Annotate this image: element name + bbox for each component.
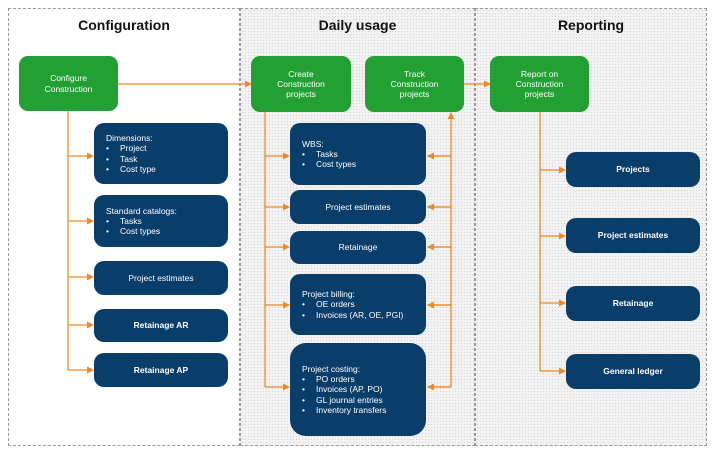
list-item: Cost types: [302, 159, 426, 169]
report-projects-node: Report on Construction projects: [490, 56, 589, 112]
list-item: OE orders: [302, 299, 426, 309]
list-item: Tasks: [302, 149, 426, 159]
daily-usage-heading: Daily usage: [318, 17, 397, 33]
wbs-title: WBS:: [302, 138, 324, 149]
config-project-estimates-box: Project estimates: [94, 261, 228, 295]
project-billing-box: Project billing: OE orders Invoices (AR,…: [290, 274, 426, 335]
report-retainage-box: Retainage: [566, 286, 700, 321]
configuration-heading: Configuration: [78, 17, 170, 33]
list-item: Project: [106, 143, 228, 153]
configure-construction-node: Configure Construction: [19, 56, 118, 111]
dimensions-box: Dimensions: Project Task Cost type: [94, 123, 228, 184]
standard-catalogs-box: Standard catalogs: Tasks Cost types: [94, 195, 228, 247]
general-ledger-box: General ledger: [566, 354, 700, 389]
usage-retainage-box: Retainage: [290, 231, 426, 264]
project-billing-title: Project billing:: [302, 289, 355, 300]
list-item: Invoices (AP, PO): [302, 384, 426, 394]
list-item: Tasks: [106, 216, 228, 226]
list-item: Inventory transfers: [302, 405, 426, 415]
standard-catalogs-title: Standard catalogs:: [106, 205, 177, 216]
list-item: Task: [106, 154, 228, 164]
create-projects-node: Create Construction projects: [251, 56, 351, 112]
retainage-ar-box: Retainage AR: [94, 309, 228, 342]
reporting-heading: Reporting: [557, 17, 625, 33]
report-projects-box: Projects: [566, 152, 700, 187]
project-costing-title: Project costing:: [302, 364, 361, 375]
track-projects-node: Track Construction projects: [365, 56, 464, 112]
list-item: Cost types: [106, 226, 228, 236]
retainage-ap-box: Retainage AP: [94, 353, 228, 387]
list-item: Invoices (AR, OE, PGI): [302, 310, 426, 320]
project-costing-box: Project costing: PO orders Invoices (AP,…: [290, 343, 426, 436]
list-item: GL journal entries: [302, 395, 426, 405]
list-item: Cost type: [106, 164, 228, 174]
usage-project-estimates-box: Project estimates: [290, 190, 426, 224]
dimensions-title: Dimensions:: [106, 133, 153, 144]
list-item: PO orders: [302, 374, 426, 384]
wbs-box: WBS: Tasks Cost types: [290, 123, 426, 185]
report-project-estimates-box: Project estimates: [566, 218, 700, 253]
